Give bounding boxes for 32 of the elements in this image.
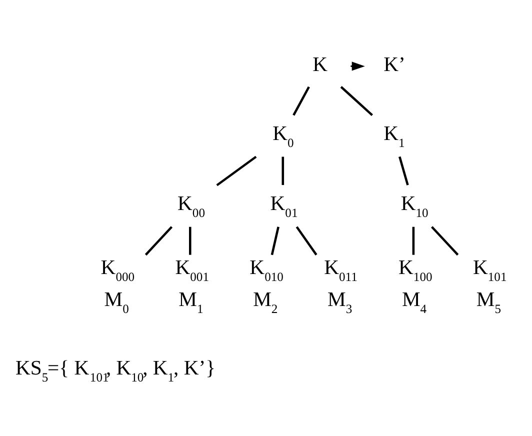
connector [144,226,173,256]
label: KS$_{5}$={ K$_{101}$, K$_{10}$, K$_{1}$, K’} [15,357,216,384]
node-text: K [312,54,328,76]
node-label: M$_{4}$ [402,288,427,316]
connector [282,156,284,185]
node-text: K$_{10}$ [400,192,428,220]
node-text: K$_{011}$ [324,256,358,284]
node-text: K$_{001}$ [175,256,210,284]
connector [188,226,192,254]
connector [270,226,280,255]
node-label: M$_{1}$ [178,288,204,316]
node-label: M$_{3}$ [328,288,352,316]
node-label: M$_{5}$ [476,288,502,316]
connector [216,155,257,186]
node-text: K$_{1}$ [384,122,405,150]
connector [340,86,373,116]
node-text: K$_{01}$ [270,192,298,220]
node-text: K$_{0}$ [272,122,294,150]
node-text: K$_{000}$ [100,256,135,284]
connector [296,226,318,255]
node-label: M$_{0}$ [104,288,129,316]
node-label: M$_{2}$ [253,288,278,316]
node-text: K$_{101}$ [472,256,507,284]
arrow [350,61,365,70]
connector [398,156,409,185]
node-text: K$_{100}$ [398,256,432,284]
connector [412,226,415,254]
connector [431,226,459,256]
node-text: K$_{010}$ [250,256,284,284]
node-text: K’ [384,54,406,76]
node-text: K$_{00}$ [178,192,205,220]
connector [292,86,310,116]
